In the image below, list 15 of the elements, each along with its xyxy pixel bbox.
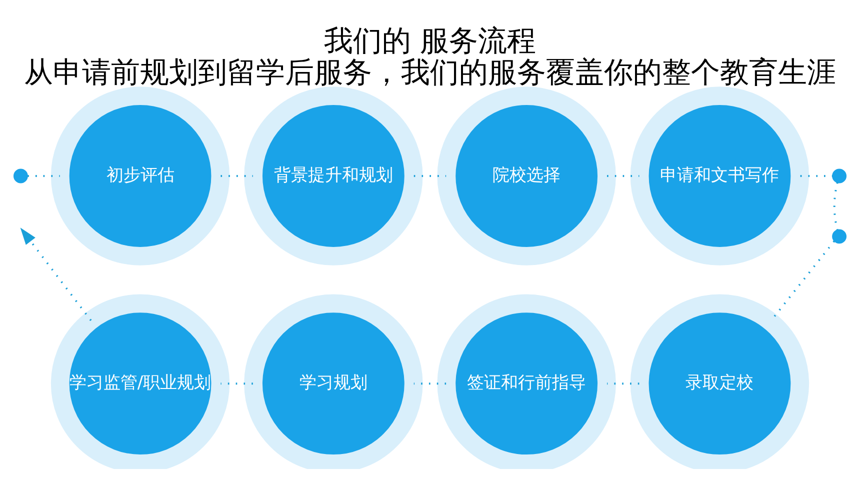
node-circle bbox=[832, 229, 847, 244]
node-circle: 签证和行前指导 bbox=[437, 294, 616, 469]
connector bbox=[833, 182, 838, 230]
node-circle: 背景提升和规划 bbox=[244, 86, 423, 266]
arrow bbox=[20, 228, 92, 322]
caption: 从申请前规划到留学后服务，我们的服务覆盖你的整个教育生涯 bbox=[24, 55, 836, 90]
node-circle: 录取定校 bbox=[630, 294, 810, 469]
node-circle: 学习规划 bbox=[244, 294, 423, 469]
node-circle bbox=[13, 168, 28, 184]
node-circle: 院校选择 bbox=[437, 86, 616, 266]
node-circle: 申请和文书写作 bbox=[630, 86, 810, 266]
node-circle: 初步评估 bbox=[50, 86, 230, 266]
diagram-title: 我们的 服务流程 bbox=[324, 24, 536, 58]
node-circle bbox=[832, 168, 847, 184]
node-circle: 学习监管/职业规划 bbox=[50, 294, 230, 469]
